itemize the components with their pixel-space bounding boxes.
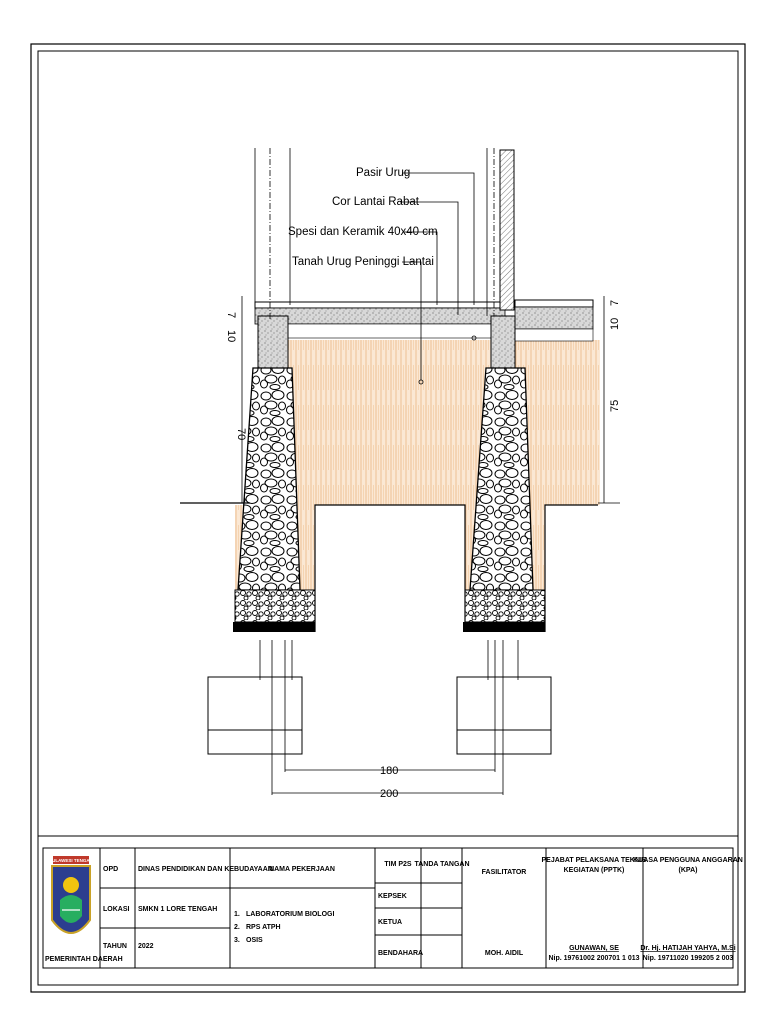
pptk-label-2: KEGIATAN (PPTK) — [564, 867, 625, 874]
kpa-nip: Nip. 19711020 199205 2 003 — [643, 955, 734, 962]
sloof-right — [490, 315, 516, 369]
opd-label: OPD — [103, 866, 118, 873]
inner-border — [37, 50, 739, 986]
aanstamping-left — [234, 589, 316, 623]
leader-dot — [471, 335, 477, 341]
title-block-frame — [37, 835, 739, 986]
fasilitator-name: MOH. AIDIL — [485, 950, 524, 957]
pekerjaan-no-1: 1. — [234, 911, 240, 918]
urug-outline-right — [544, 504, 598, 632]
tahun-label: TAHUN — [103, 943, 127, 950]
kpa-label-1: KUASA PENGGUNA ANGGARAN — [633, 857, 743, 864]
sloof-left — [257, 315, 289, 369]
leader-line — [400, 201, 459, 315]
dim-left-top2: 7 — [225, 312, 237, 318]
org-name: PEMERINTAH DAERAH — [45, 956, 123, 963]
callout-spesi-keramik: Spesi dan Keramik 40x40 cm — [288, 226, 438, 238]
dim-right-top: 10 — [609, 318, 621, 330]
dim-right-height: 75 — [609, 400, 621, 412]
callout-tanah-urug: Tanah Urug Peninggi Lantai — [292, 256, 434, 268]
fasilitator-label: FASILITATOR — [482, 869, 527, 876]
footing-plan-right — [456, 676, 552, 755]
tanda-tangan-label: TANDA TANGAN — [414, 861, 469, 868]
leader-dot — [418, 379, 424, 385]
role-ketua: KETUA — [378, 919, 402, 926]
dim-left-height: 70 — [235, 428, 247, 440]
right-slab-sand — [514, 328, 594, 342]
role-bendahara: BENDAHARA — [378, 950, 423, 957]
pptk-name: GUNAWAN, SE — [569, 945, 619, 952]
kpa-label-2: (KPA) — [679, 867, 698, 874]
logo-caption: SULAWESI TENGAH — [49, 858, 93, 863]
keramik-layer — [254, 301, 506, 309]
right-slab — [514, 299, 594, 308]
pekerjaan-no-2: 2. — [234, 924, 240, 931]
nama-pekerjaan-label: NAMA PEKERJAAN — [269, 866, 335, 873]
role-kepsek: KEPSEK — [378, 893, 407, 900]
title-block-table — [42, 847, 734, 969]
dim-180-label: 180 — [380, 765, 398, 777]
callout-pasir-urug: Pasir Urug — [356, 167, 410, 179]
pasir-base-right — [463, 622, 545, 632]
tim-p2s-label: TIM P2S — [384, 861, 412, 868]
leader-line — [402, 261, 422, 380]
title-block: SULAWESI TENGAH PEMERINTAH DAERAH OPD DI… — [37, 835, 743, 986]
pekerjaan-item-2: RPS ATPH — [246, 924, 281, 931]
right-slab-concrete — [514, 306, 594, 330]
sulteng-logo: SULAWESI TENGAH — [49, 856, 93, 934]
pptk-nip: Nip. 19761002 200701 1 013 — [548, 955, 639, 962]
footing-plan-left — [207, 676, 303, 755]
urug-outline — [314, 504, 466, 632]
pptk-label-1: PEJABAT PELAKSANA TEKNIS — [541, 857, 646, 864]
stone-foundation-left — [237, 367, 301, 591]
pasir-urug-layer — [279, 323, 496, 339]
leader-line — [402, 172, 475, 305]
cor-lantai-layer — [254, 307, 506, 325]
dim-left-top: 10 — [225, 330, 237, 342]
outer-border — [30, 43, 746, 993]
pekerjaan-item-3: OSIS — [246, 937, 263, 944]
lokasi-value: SMKN 1 LORE TENGAH — [138, 906, 217, 913]
dim-right-top2: 7 — [609, 300, 621, 306]
aanstamping-right — [464, 589, 546, 623]
lokasi-label: LOKASI — [103, 906, 130, 913]
leader-line — [404, 231, 438, 305]
tanah-urug-fill — [270, 340, 600, 505]
kpa-name: Dr. Hj. HATIJAH YAHYA, M.Si — [640, 945, 735, 952]
dim-200-label: 200 — [380, 788, 398, 800]
callout-cor-lantai: Cor Lantai Rabat — [332, 196, 420, 208]
brick-wall — [499, 149, 515, 311]
opd-value: DINAS PENDIDIKAN DAN KEBUDAYAAN — [138, 866, 273, 873]
pasir-base-left — [233, 622, 315, 632]
pekerjaan-item-1: LABORATORIUM BIOLOGI — [246, 911, 334, 918]
pekerjaan-no-3: 3. — [234, 937, 240, 944]
foundation-section-drawing: 180 200 70 10 7 75 10 7 Pasir Urug Cor L… — [180, 148, 621, 800]
tahun-value: 2022 — [138, 943, 154, 950]
